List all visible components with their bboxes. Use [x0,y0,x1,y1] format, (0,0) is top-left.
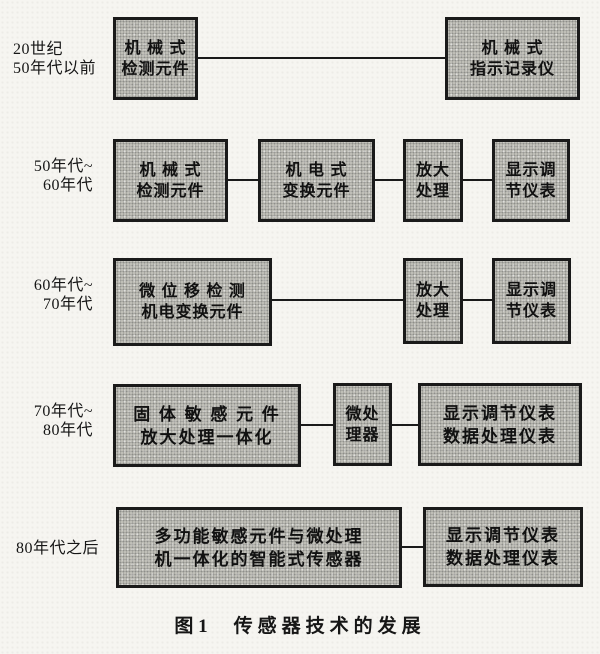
connector-line [228,179,258,181]
box-text-line: 多功能敏感元件与微处理 [154,526,364,546]
connector-line [198,57,445,59]
era-label-line: 50年代以前 [13,60,97,77]
box-text-line: 微 位 移 检 测 [139,283,246,300]
box-text-line: 显示调 [505,282,557,299]
era-label-line: 80年代 [42,422,93,439]
box-text-line: 检测元件 [121,60,190,78]
box-electromechanical-transducer-element: 机 电 式 变换元件 [258,139,375,222]
figure-caption-label: 图 1 [174,616,208,637]
era-label-line: 70年代~ [33,403,93,420]
box-text-line: 节仪表 [505,182,557,200]
era-label-line: 80年代之后 [16,540,100,557]
era-label-line: 20世纪 [13,41,64,58]
box-text-line: 节仪表 [505,303,557,320]
era-label-before-1950s: 20世纪 50年代以前 [13,40,123,78]
connector-line [301,424,333,426]
box-text-line: 机 械 式 [481,39,544,57]
era-label-1960s-1970s: 60年代~ 70年代 [13,276,93,314]
connector-line [402,546,423,548]
box-amplification-processing-r2: 放大 处理 [403,139,463,222]
box-text-line: 机 械 式 [124,39,187,57]
box-solid-state-sensitive-element: 固 体 敏 感 元 件 放大处理一体化 [113,384,301,467]
connector-line [463,299,492,301]
box-text-line: 放大处理一体化 [140,427,274,447]
box-text-line: 变换元件 [282,182,351,200]
box-text-line: 显示调节仪表 [443,403,557,423]
box-text-line: 机一体化的智能式传感器 [154,549,364,569]
box-amplification-processing-r3: 放大 处理 [403,258,463,344]
box-text-line: 数据处理仪表 [446,549,560,568]
era-label-1970s-1980s: 70年代~ 80年代 [13,402,93,440]
era-label-after-1980s: 80年代之后 [16,539,126,558]
box-display-data-processing-r5: 显示调节仪表 数据处理仪表 [423,507,583,587]
box-text-line: 显示调 [505,161,557,179]
box-mechanical-detection-element-r2: 机 械 式 检测元件 [113,139,228,222]
box-mechanical-detection-element-r1: 机 械 式 检测元件 [113,17,198,100]
era-label-line: 50年代~ [33,158,93,175]
box-text-line: 机电变换元件 [141,304,244,321]
figure-caption: 图 1 传感器技术的发展 [0,611,600,638]
box-text-line: 放大 [415,161,450,179]
box-text-line: 处理 [415,303,450,320]
box-text-line: 检测元件 [136,182,205,200]
box-text-line: 数据处理仪表 [443,426,557,446]
box-text-line: 显示调节仪表 [446,526,560,545]
box-text-line: 机 电 式 [285,161,348,179]
box-text-line: 放大 [415,282,450,299]
box-display-data-processing-r4: 显示调节仪表 数据处理仪表 [418,383,582,466]
box-display-adjustment-instrument-r3: 显示调 节仪表 [492,258,571,344]
box-text-line: 理器 [345,426,380,444]
era-label-line: 70年代 [42,296,93,313]
box-micro-displacement-detection: 微 位 移 检 测 机电变换元件 [113,258,272,346]
figure-caption-title: 传感器技术的发展 [233,616,426,637]
box-text-line: 固 体 敏 感 元 件 [133,404,281,424]
connector-line [375,179,403,181]
connector-line [272,299,403,301]
connector-line [463,179,492,181]
box-mechanical-indicating-recorder: 机 械 式 指示记录仪 [445,17,580,100]
connector-line [392,424,418,426]
era-label-line: 60年代~ [33,277,93,294]
box-text-line: 微处 [345,405,380,423]
box-text-line: 处理 [415,182,450,200]
box-microprocessor: 微处 理器 [333,383,392,466]
box-intelligent-sensor: 多功能敏感元件与微处理 机一体化的智能式传感器 [116,507,402,588]
box-text-line: 机 械 式 [139,161,202,179]
box-display-adjustment-instrument-r2: 显示调 节仪表 [492,139,570,222]
era-label-line: 60年代 [42,177,93,194]
box-text-line: 指示记录仪 [469,60,555,78]
era-label-1950s-1960s: 50年代~ 60年代 [13,157,93,195]
